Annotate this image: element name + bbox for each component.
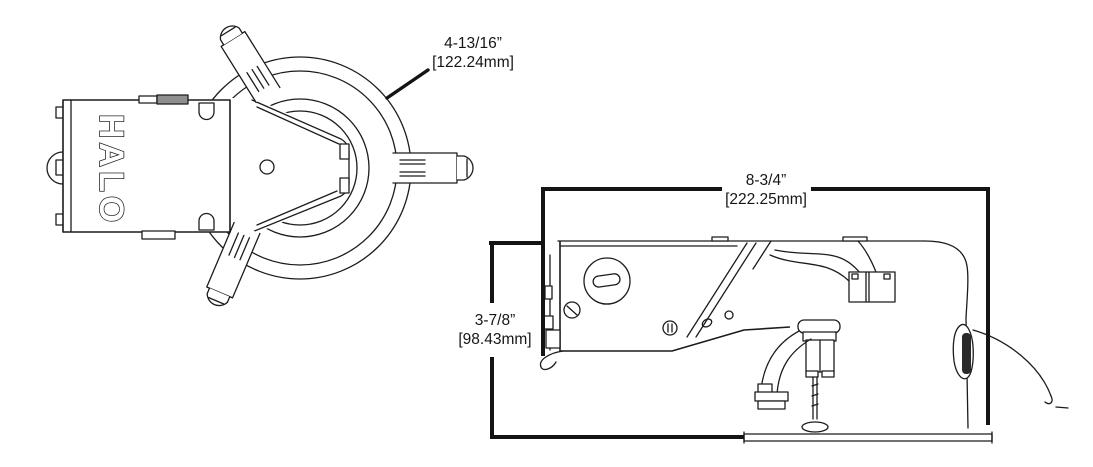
width-dimension-inches: 8-3/4” <box>746 172 787 189</box>
top-edge-tab <box>842 236 868 242</box>
mounting-arm-right <box>392 152 474 184</box>
wire <box>774 249 861 274</box>
dimension-annotations: 4-13/16” [122.24mm] 8-3/4” [222.25mm] 3-… <box>385 35 990 439</box>
trailing-wire <box>972 329 1052 397</box>
width-dimension-mm: [222.25mm] <box>725 191 807 208</box>
screw-slot <box>566 305 578 316</box>
box-left-lug <box>544 285 553 300</box>
junction-box-side <box>559 241 791 352</box>
knockout <box>583 257 631 305</box>
height-dimension-mm: [98.43mm] <box>458 331 531 348</box>
wire <box>769 254 850 282</box>
side-view <box>539 236 1069 444</box>
diameter-dimension-mm: [122.24mm] <box>432 54 514 71</box>
screw <box>662 320 678 336</box>
wire <box>857 240 877 273</box>
junction-box-top: HALO <box>46 94 231 240</box>
support-brace <box>686 240 772 338</box>
brand-label: HALO <box>92 114 130 226</box>
mounting-arm-upper-left <box>219 25 281 104</box>
diameter-dimension-inches: 4-13/16” <box>444 35 502 52</box>
connector-notch <box>883 273 891 280</box>
can-profile <box>924 240 969 429</box>
trim-flange <box>743 433 993 442</box>
socket-tab <box>339 177 350 194</box>
adjustment-rod <box>801 376 829 433</box>
socket-tab <box>339 143 350 160</box>
cable-clamp <box>198 102 215 121</box>
mounting-plate <box>230 98 350 234</box>
plate-hole <box>259 159 275 175</box>
screw <box>563 301 581 319</box>
diameter-leader-line <box>385 68 430 100</box>
screw-slot <box>667 323 673 333</box>
top-tab-gray <box>156 94 189 105</box>
top-tab <box>138 95 158 104</box>
spring-clip <box>962 333 971 374</box>
knockout-slot <box>592 273 621 288</box>
connector-divider <box>865 271 870 303</box>
wiring-connector <box>848 271 896 303</box>
hanger-arm <box>754 330 812 410</box>
rivet <box>724 310 734 320</box>
cable-clamp <box>198 212 215 231</box>
top-view: HALO <box>46 25 474 307</box>
box-outline <box>62 99 231 233</box>
box-wire-curl <box>539 350 564 371</box>
mounting-arm-lower-left <box>206 221 261 307</box>
connector-notch <box>851 273 859 280</box>
socket-bracket <box>797 319 841 378</box>
mounting-plate-inner-edge <box>256 106 340 226</box>
trailing-wire-hook <box>1044 395 1069 409</box>
box-left-lug <box>545 329 561 349</box>
height-dimension-inches: 3-7/8” <box>475 312 516 329</box>
top-edge-tab <box>711 236 729 242</box>
bottom-tab <box>141 230 176 240</box>
